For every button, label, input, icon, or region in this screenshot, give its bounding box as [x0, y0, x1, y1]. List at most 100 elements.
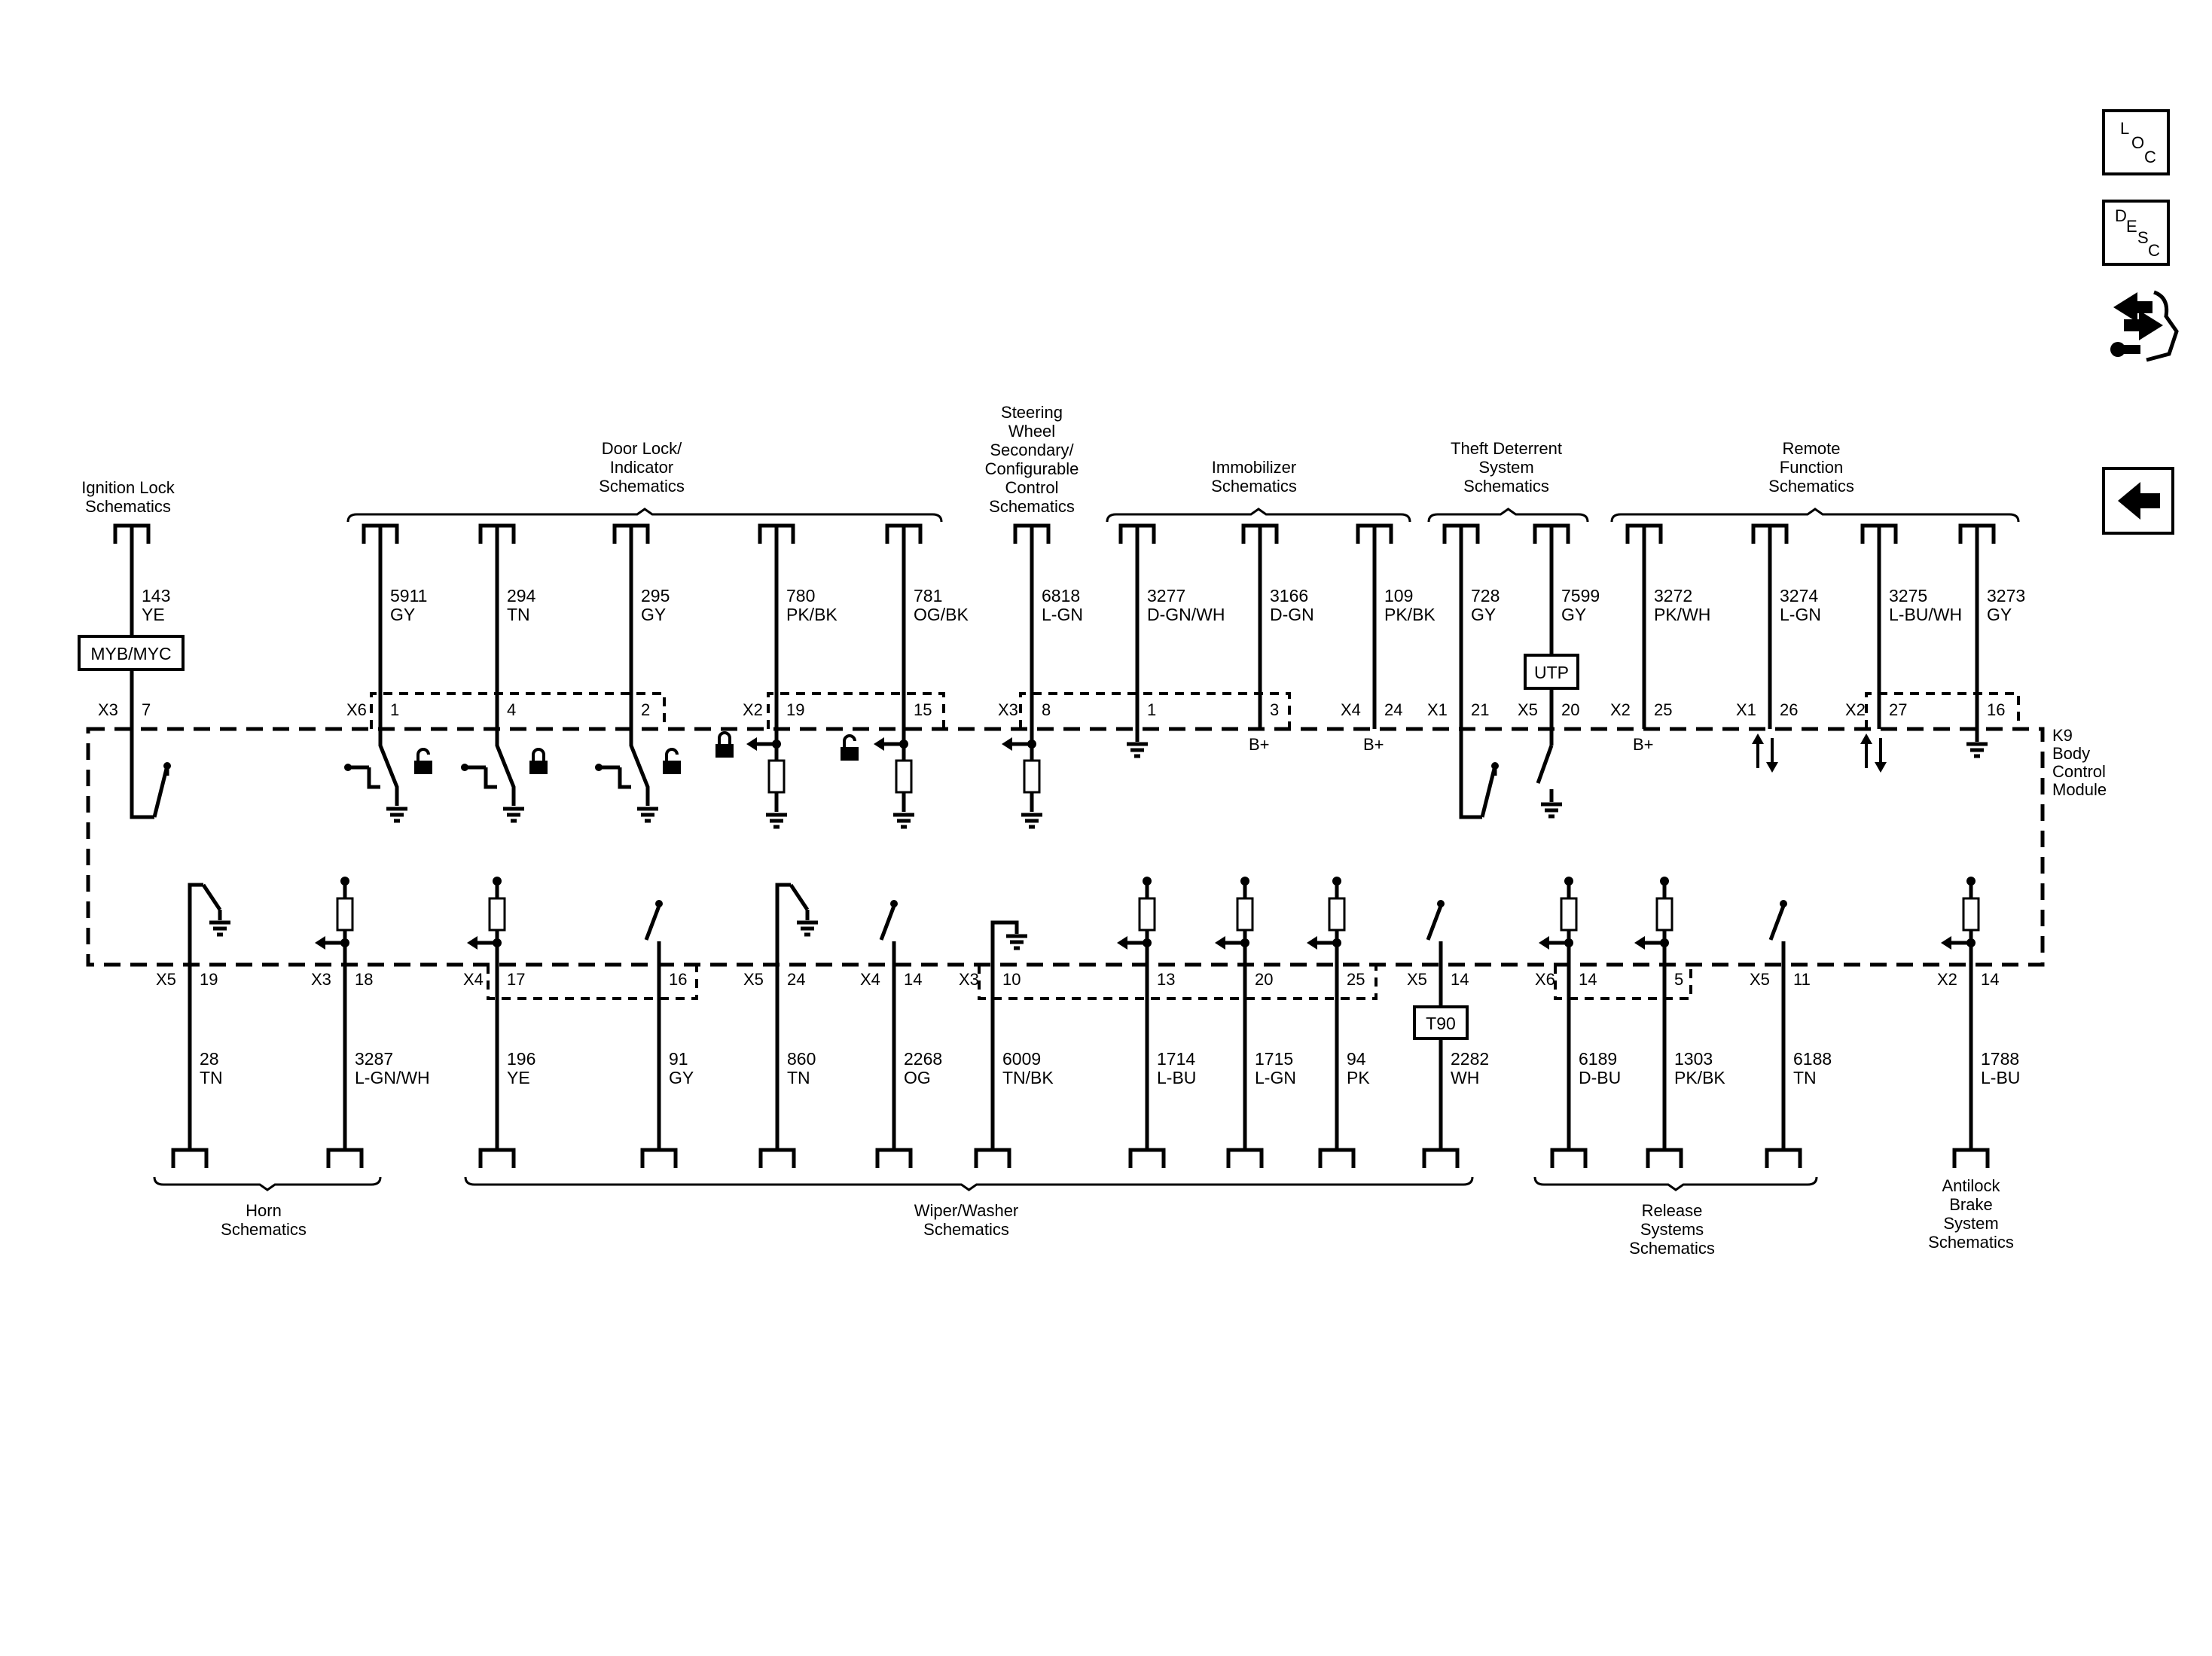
connector-id: X5 [1750, 970, 1770, 989]
circuit-number: 3287 [355, 1049, 393, 1069]
loc-letter-c: C [2144, 148, 2156, 166]
top-section-line: Schematics [1768, 477, 1854, 496]
pin-number: 20 [1255, 970, 1273, 989]
terminal-cup [1226, 1148, 1264, 1168]
top-section-line: Wheel [1008, 422, 1055, 441]
top-section-line: Secondary/ [990, 441, 1074, 459]
terminal-cup [974, 1148, 1011, 1168]
loc-button[interactable]: L O C [2102, 109, 2170, 175]
loc-letter-o: O [2131, 133, 2144, 152]
back-button[interactable] [2102, 467, 2174, 535]
connector-id: X6 [346, 700, 367, 719]
wire-color: OG [904, 1068, 931, 1087]
top-section-line: Door Lock/ [602, 439, 682, 458]
connector-id: X2 [743, 700, 763, 719]
desc-button[interactable]: D E S C [2102, 200, 2170, 266]
pin-number: 14 [1451, 970, 1469, 989]
pin-number: 4 [507, 700, 516, 719]
connector-id: X4 [463, 970, 484, 989]
bottom-section-line: Schematics [1928, 1233, 2014, 1252]
bottom-section-brace [153, 1176, 382, 1191]
circuit-number: 3275 [1889, 586, 1927, 605]
circuit-number: 3274 [1780, 586, 1818, 605]
pin-number: 24 [787, 970, 805, 989]
pin-number: 25 [1347, 970, 1365, 989]
inline-component-label: T90 [1426, 1014, 1456, 1033]
circuit-number: 6189 [1579, 1049, 1617, 1069]
wire-color: PK/BK [1674, 1068, 1725, 1087]
circuit-number: 294 [507, 586, 536, 605]
bottom-section-line: Release [1642, 1201, 1703, 1220]
bottom-section-line: Schematics [923, 1220, 1009, 1239]
connector-tool-icon[interactable] [2110, 290, 2179, 362]
pin-number: 3 [1270, 700, 1279, 719]
pin-number: 11 [1793, 970, 1811, 989]
terminal-cup [1646, 1148, 1683, 1168]
wire-color: TN [1793, 1068, 1817, 1087]
wire-color: GY [669, 1068, 694, 1087]
wire-color: L-BU/WH [1889, 605, 1962, 624]
wire-color: TN [200, 1068, 223, 1087]
terminal-cup [1318, 1148, 1356, 1168]
top-section-brace [1106, 508, 1411, 523]
top-section-line: Steering [1001, 403, 1063, 422]
circuit-number: 781 [914, 586, 942, 605]
x6-group-outline [370, 692, 666, 729]
bottom-section-line: Horn [246, 1201, 282, 1220]
wire-color: OG/BK [914, 605, 969, 624]
connector-id: X2 [1845, 700, 1866, 719]
pin-number: 19 [200, 970, 218, 989]
x2b-group-outline [1865, 692, 2020, 729]
top-section-line: Schematics [599, 477, 685, 496]
top-section-brace [1427, 508, 1589, 523]
circuit-number: 860 [787, 1049, 816, 1069]
circuit-number: 2268 [904, 1049, 942, 1069]
terminal-cup [758, 1148, 796, 1168]
supply-label: B+ [1633, 735, 1654, 754]
pin-number: 21 [1471, 700, 1489, 719]
bottom-section-line: System [1943, 1214, 1998, 1233]
wire-color: L-BU [1157, 1068, 1196, 1087]
connector-id: X6 [1535, 970, 1555, 989]
connector-id: X1 [1736, 700, 1756, 719]
circuit-number: 1303 [1674, 1049, 1713, 1069]
bottom-section-line: Antilock [1942, 1176, 2000, 1195]
bottom-section-labels: HornSchematicsWiper/WasherSchematicsRele… [153, 1176, 2014, 1258]
x3-group-outline [1019, 692, 1291, 729]
x2-group-outline [767, 692, 945, 729]
